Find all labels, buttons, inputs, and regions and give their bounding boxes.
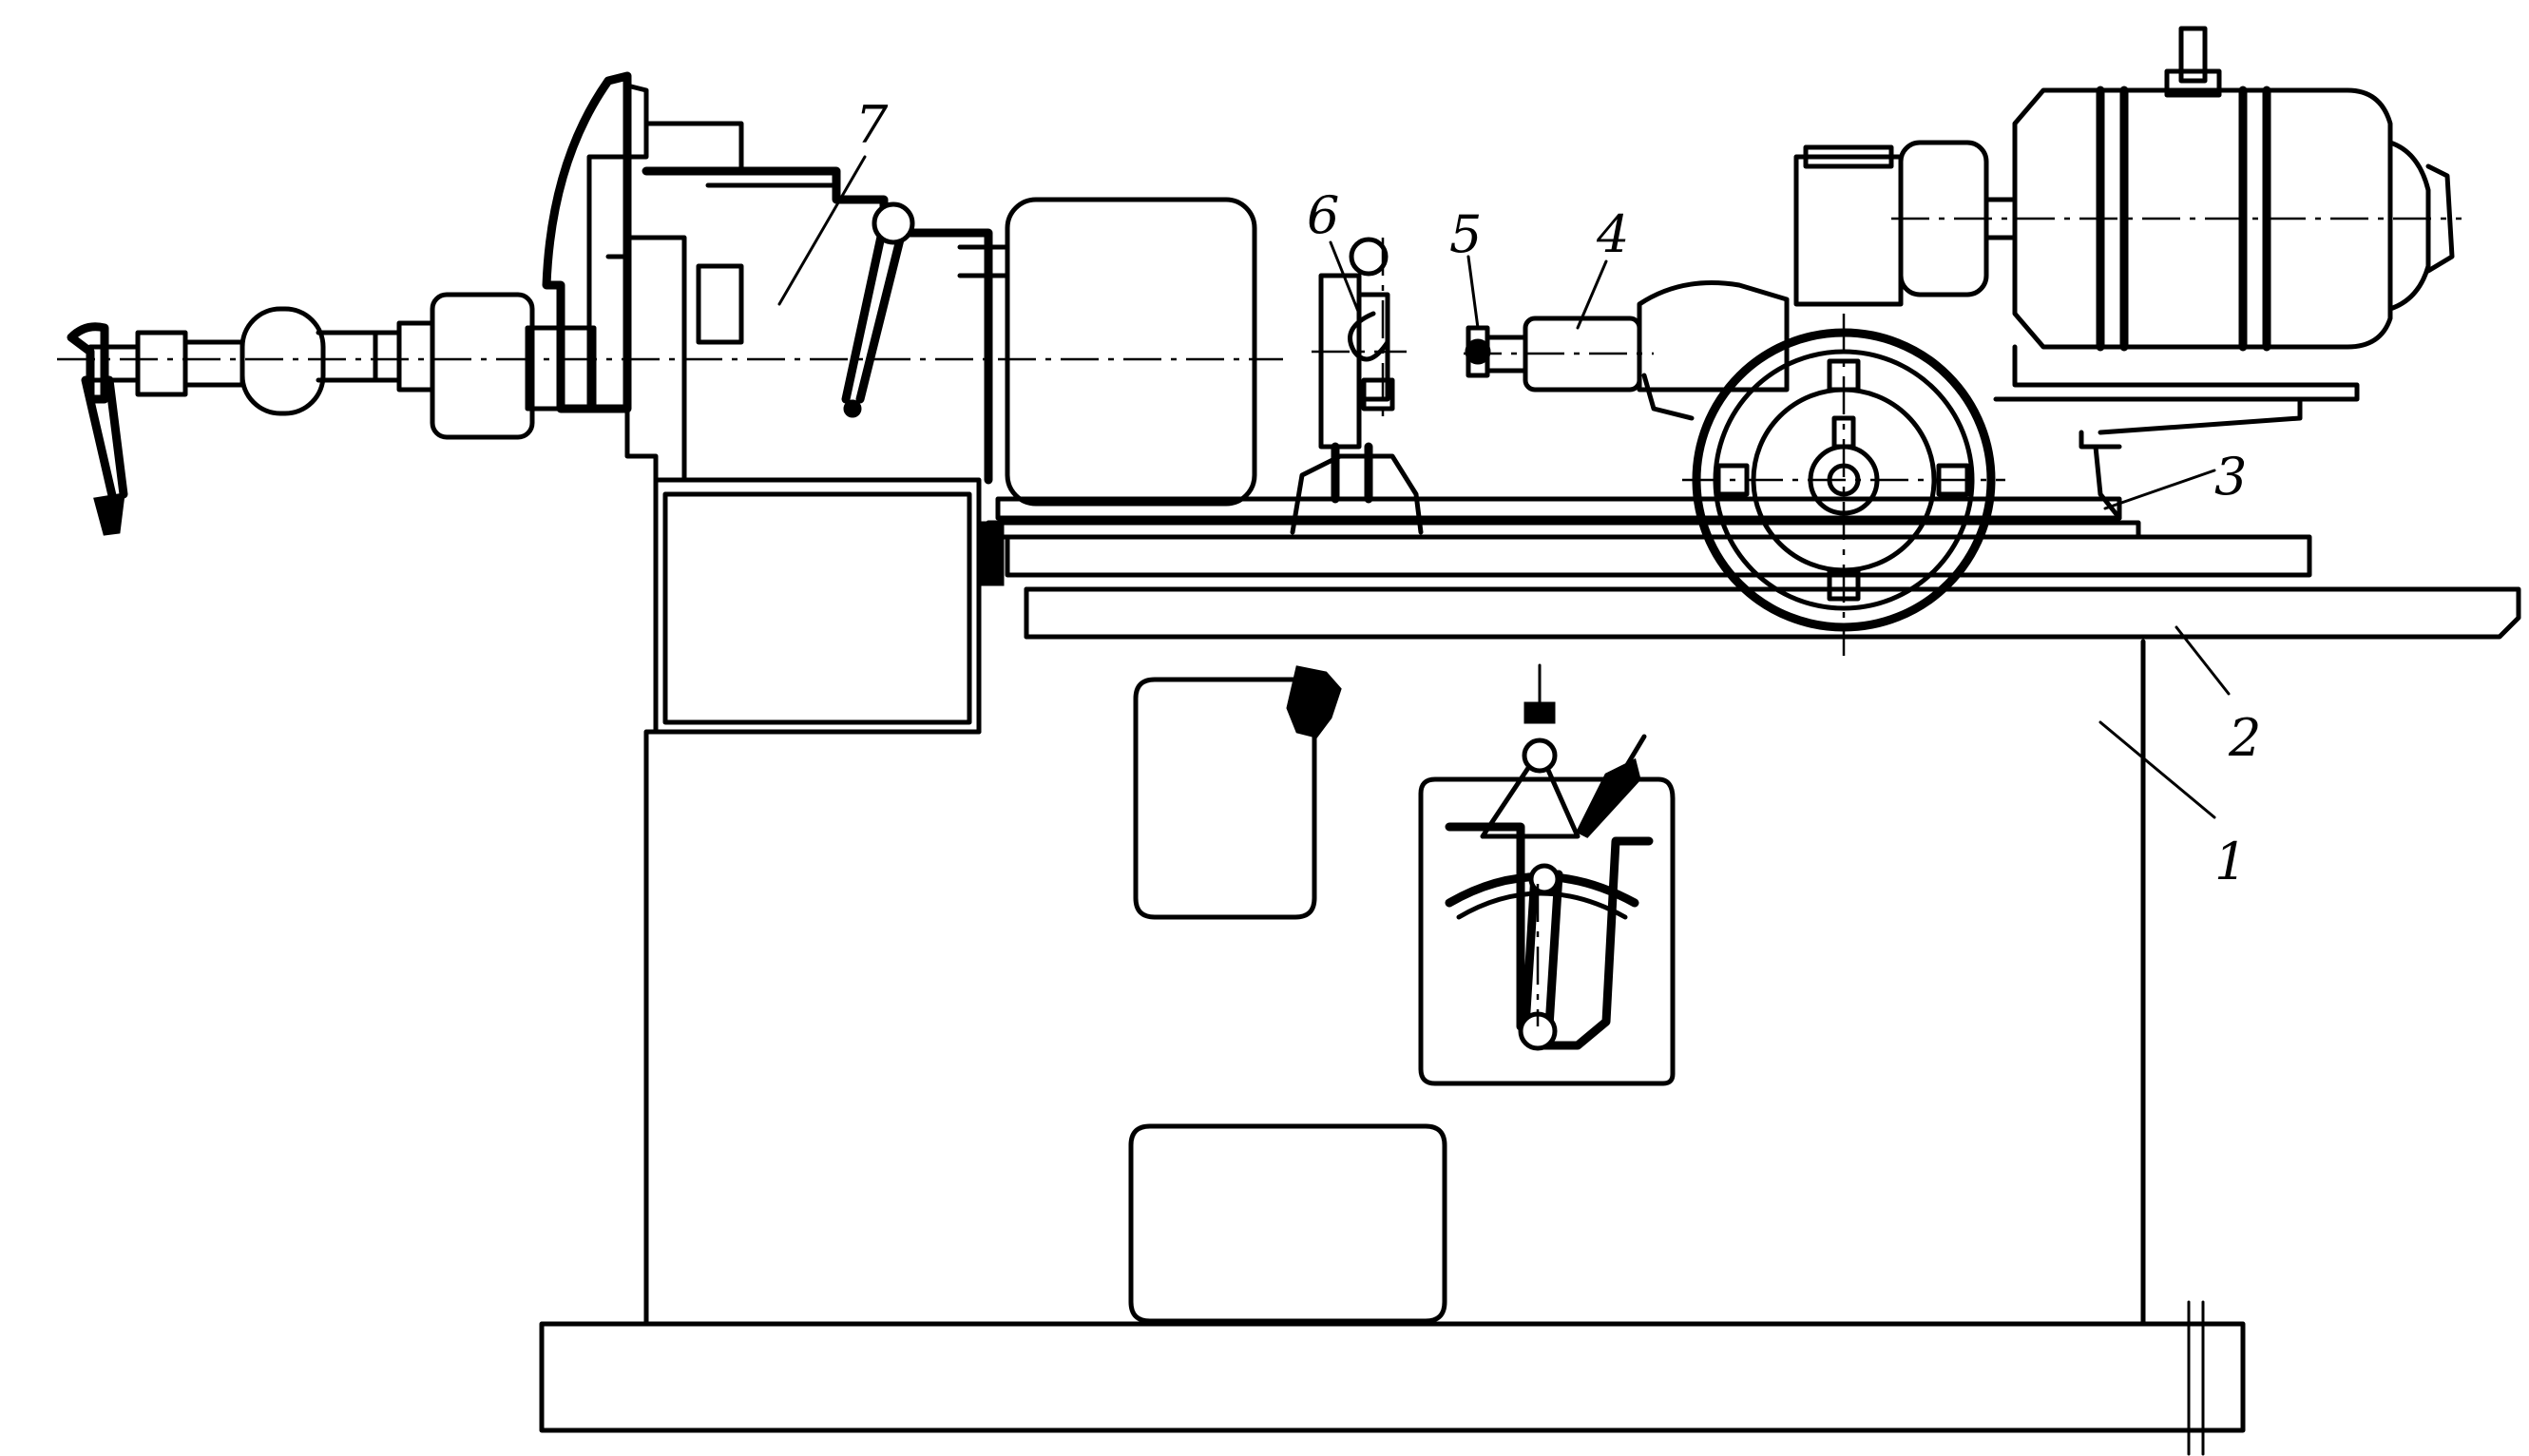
leader-3 — [2103, 469, 2216, 510]
control-panel — [1418, 663, 1676, 1086]
table-slide — [1005, 534, 2521, 640]
leader-4 — [1576, 259, 1608, 330]
callout-4: 4 — [1596, 204, 1629, 264]
cabinet-door-lower — [1128, 1123, 1447, 1324]
callout-5: 5 — [1449, 204, 1482, 264]
callout-2: 2 — [2228, 708, 2261, 768]
steady-rest — [1285, 237, 1424, 535]
tool-head — [1465, 280, 1790, 421]
drive-motor — [1793, 26, 2455, 521]
callout-labels: 7 6 5 4 3 2 1 — [855, 95, 2261, 891]
callout-1: 1 — [2214, 832, 2247, 891]
center-lines — [57, 217, 2462, 1026]
left-spindle — [67, 292, 597, 536]
callout-7: 7 — [855, 95, 889, 155]
upper-slide — [977, 496, 2141, 586]
cabinet-door-upper — [1133, 665, 1342, 920]
cabinet-bed — [643, 477, 2146, 1327]
leader-2 — [2175, 625, 2231, 696]
leader-lines — [777, 155, 2231, 819]
leader-6 — [1329, 240, 1361, 316]
base-plinth — [539, 1300, 2246, 1456]
leader-7 — [777, 155, 867, 306]
callout-3: 3 — [2214, 447, 2247, 507]
headstock — [542, 71, 1257, 507]
headstock-lever — [841, 201, 915, 418]
callout-6: 6 — [1307, 185, 1339, 245]
leader-5 — [1466, 255, 1480, 330]
leader-1 — [2098, 720, 2216, 819]
